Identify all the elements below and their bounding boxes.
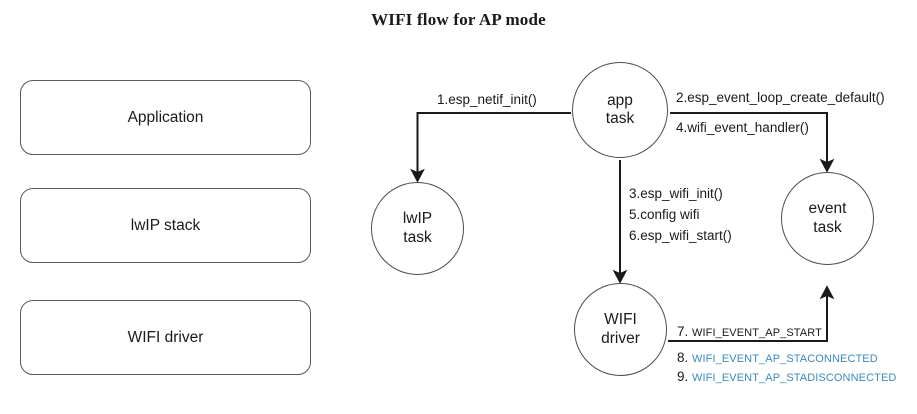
edge-label-wifi-event-handler: 4.wifi_event_handler() (676, 120, 809, 135)
event-number: 9. (677, 369, 689, 384)
node-label-line2: task (605, 110, 635, 127)
edge-label-config-wifi: 5.config wifi (629, 207, 700, 223)
node-label-line1: WIFI (604, 311, 637, 329)
edge-label-esp-wifi-init: 3.esp_wifi_init() (629, 186, 723, 201)
event-constant-name: WIFI_EVENT_AP_STADISCONNECTED (692, 372, 897, 384)
edge-label-esp-netif-init: 1.esp_netif_init() (437, 92, 537, 107)
layer-label: WIFI driver (127, 328, 204, 346)
layer-label: lwIP stack (130, 216, 201, 234)
node-app-task: app task (572, 62, 668, 158)
node-label-line2: task (403, 228, 432, 246)
page-title: WIFI flow for AP mode (371, 10, 546, 29)
edge-label-esp-wifi-start: 6.esp_wifi_start() (629, 228, 732, 244)
event-constant-name: WIFI_EVENT_AP_STACONNECTED (692, 353, 878, 365)
event-constant-name: WIFI_EVENT_AP_START (692, 327, 822, 339)
node-lwip-task: lwIP task (371, 182, 464, 275)
event-label-ap-stadisconnected: 9. WIFI_EVENT_AP_STADISCONNECTED (677, 368, 896, 386)
arrow-app-to-lwip (410, 112, 571, 183)
layer-box-lwip-stack: lwIP stack (20, 188, 311, 263)
node-label-line1: event (808, 200, 847, 218)
node-label-line1: lwIP (402, 210, 433, 228)
node-wifi-driver: WIFI driver (574, 283, 667, 376)
edge-label-esp-event-loop-create-default: 2.esp_event_loop_create_default() (676, 90, 885, 105)
layer-box-wifi-driver: WIFI driver (20, 300, 311, 375)
layer-label: Application (127, 108, 204, 126)
event-label-ap-start: 7. WIFI_EVENT_AP_START (677, 323, 822, 341)
event-number: 7. (677, 324, 689, 339)
event-number: 8. (677, 350, 689, 365)
event-label-ap-staconnected: 8. WIFI_EVENT_AP_STACONNECTED (677, 349, 878, 367)
node-label-line1: app (607, 91, 633, 109)
edge-label-group-wifi-init: 3.esp_wifi_init() 5.config wifi 6.esp_wi… (629, 184, 732, 247)
node-label-line2: driver (601, 329, 640, 347)
node-event-task: event task (781, 172, 874, 265)
layer-box-application: Application (20, 80, 311, 155)
node-label-line2: task (813, 218, 842, 236)
